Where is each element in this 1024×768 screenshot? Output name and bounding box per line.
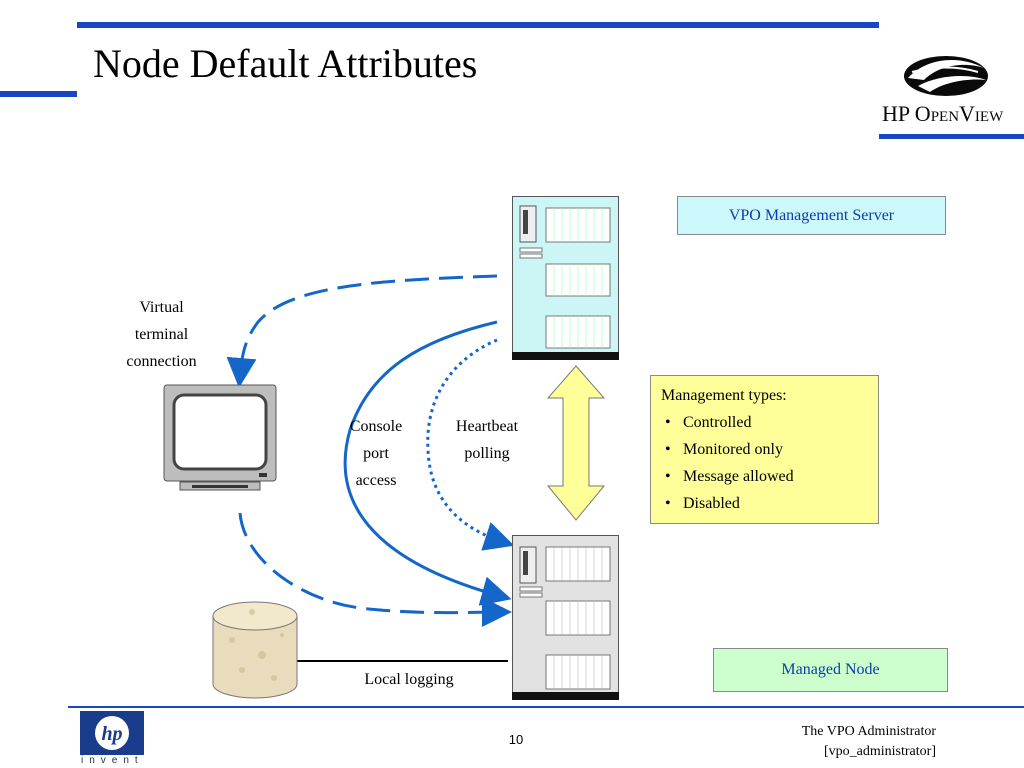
server-icon: [512, 196, 619, 360]
managed-node-tower: [512, 535, 619, 700]
footer-line-1: The VPO Administrator: [801, 724, 936, 739]
slide-title: Node Default Attributes: [93, 41, 478, 86]
hp-openview-wordmark: HP OpenView: [882, 101, 1004, 126]
vpo-server-tower: [512, 196, 619, 360]
managed-node-box: Managed Node: [713, 648, 948, 692]
virtual-terminal-arrow: [226, 274, 498, 388]
list-item: Disabled: [661, 490, 868, 517]
list-item: Controlled: [661, 409, 868, 436]
header-rule: [77, 22, 879, 28]
list-item: Monitored only: [661, 436, 868, 463]
hp-logo-icon: hp: [80, 711, 144, 755]
terminal: [162, 383, 278, 496]
hp-invent-logo: hp: [80, 711, 144, 755]
page-number: 10: [508, 732, 524, 747]
footer-text: The VPO Administrator [vpo_administrator…: [802, 722, 936, 762]
footer-rule: [68, 706, 1024, 708]
managed-node-icon: [512, 535, 619, 700]
virtual-terminal-label: Virtual terminal connection: [126, 299, 197, 370]
console-port-arrow: [343, 320, 512, 606]
heartbeat-label: Heartbeat polling: [455, 418, 519, 462]
list-item: Message allowed: [661, 463, 868, 490]
console-port-label: Console port access: [349, 418, 403, 489]
hp-openview-logo: HP OpenView: [878, 52, 1018, 130]
footer-line-2: [vpo_administrator]: [824, 744, 936, 759]
heartbeat-arrow: [426, 338, 515, 551]
terminal-icon: [163, 384, 277, 491]
hp-invent-tagline: invent: [81, 755, 144, 766]
management-types-list: Controlled Monitored only Message allowe…: [661, 409, 868, 517]
svg-text:hp: hp: [101, 723, 122, 745]
management-types-heading: Management types:: [661, 387, 787, 404]
local-log-storage: [212, 600, 298, 700]
right-rule: [879, 134, 1024, 139]
terminal-to-node-arrow: [238, 512, 512, 628]
left-rule: [0, 91, 77, 97]
management-types-box: Management types: Controlled Monitored o…: [650, 375, 879, 524]
sync-double-arrow: [546, 365, 606, 521]
openview-swoosh-icon: [904, 56, 988, 96]
local-logging-label: Local logging: [364, 671, 454, 688]
vpo-server-box: VPO Management Server: [677, 196, 946, 235]
database-icon: [212, 601, 298, 699]
